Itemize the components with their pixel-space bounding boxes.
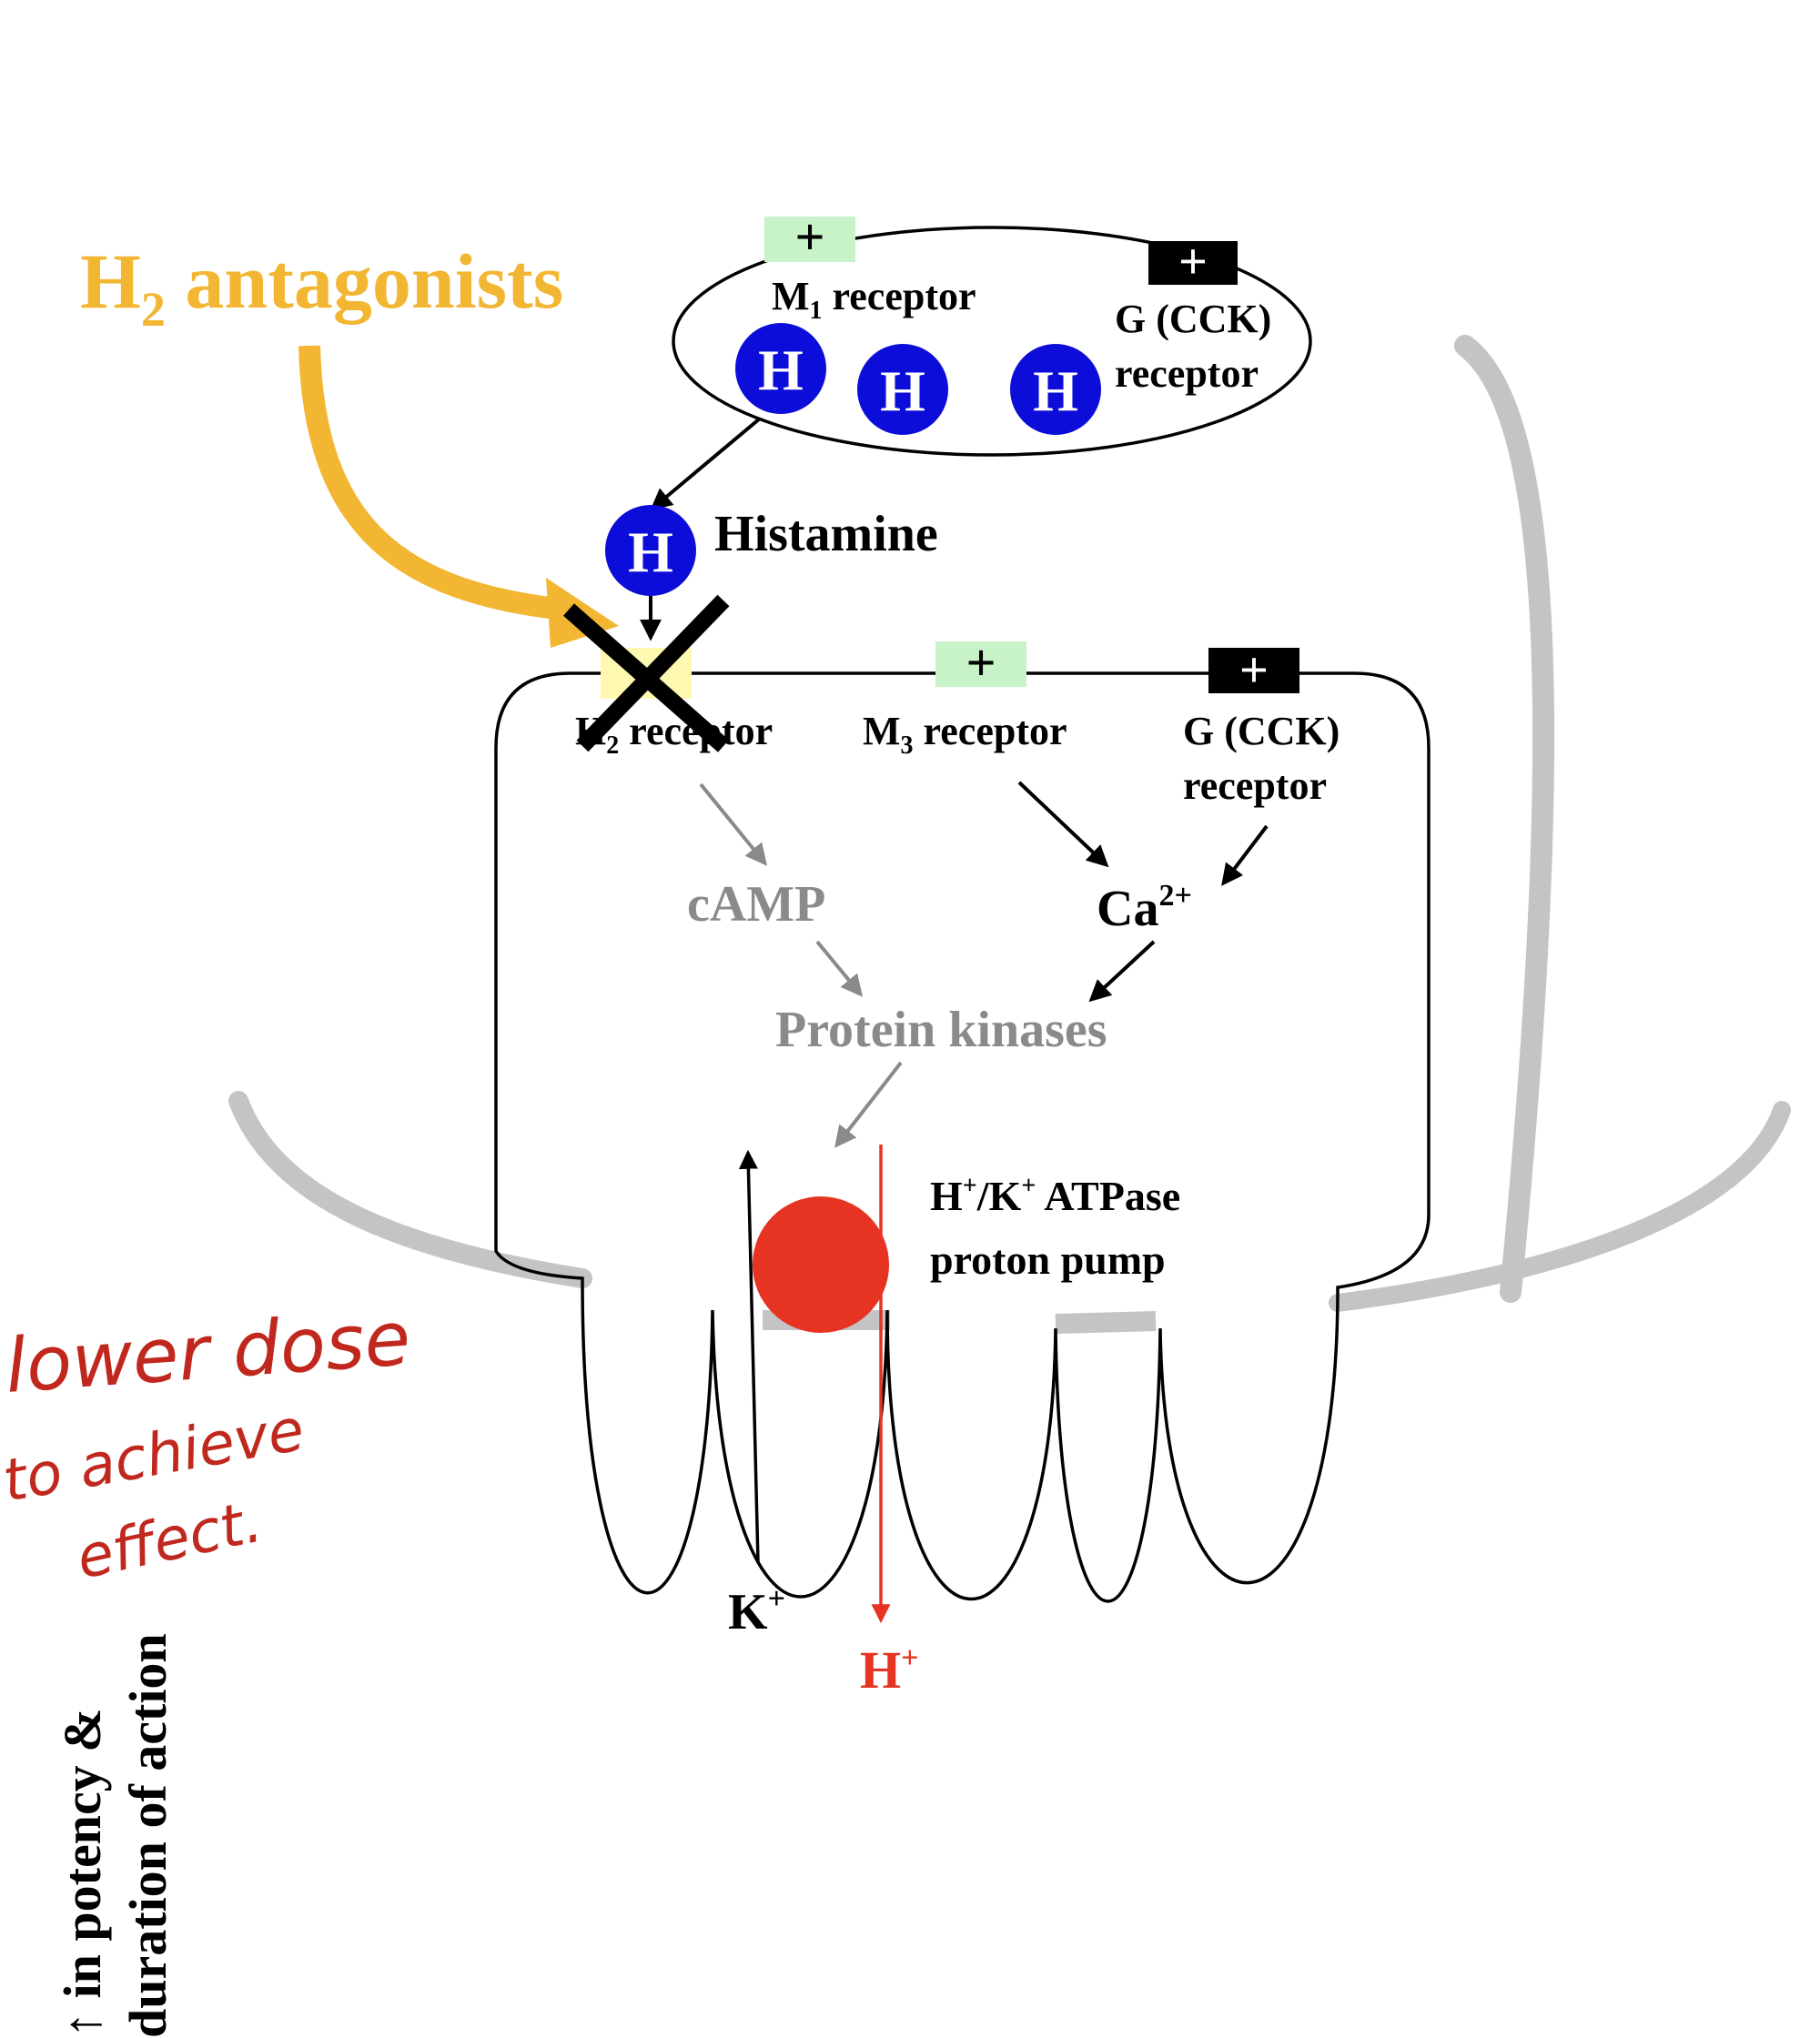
calcium-label: Ca2+ [1097, 879, 1192, 937]
gcck-to-ca-arrow [1221, 824, 1269, 886]
potency-note: ↑ in potency & duration of action [50, 1474, 187, 2038]
released-histamine [605, 505, 696, 596]
pump-label-line2: proton pump [930, 1236, 1166, 1283]
m1-plus-box [764, 217, 855, 262]
h2-to-camp-arrow [699, 782, 768, 866]
top-gcck-label-line1: G (CCK) [1115, 297, 1271, 341]
potency-note-line2: duration of action [118, 1633, 177, 2038]
handwritten-line-1: lower dose [3, 1296, 413, 1410]
diagram-canvas: + + + + M1 receptor G (CCK) receptor H H… [0, 207, 1791, 1691]
kinases-to-pump-arrow [834, 1061, 903, 1148]
ca-to-kinases-arrow [1088, 940, 1156, 1003]
k-ion-label: K+ [728, 1582, 785, 1640]
antagonist-arrow [298, 345, 566, 620]
m3-plus-sign: + [966, 633, 996, 692]
pump-label-line1: H+/K+ ATPase [930, 1172, 1180, 1219]
h2-antagonists-title: H2 antagonists [80, 237, 563, 337]
m3-to-ca-arrow [1017, 781, 1109, 868]
diagram-stage: + + + + M1 receptor G (CCK) receptor H H… [0, 207, 1791, 2038]
m3-plus-box [935, 641, 1026, 687]
parietal-cell-outline [494, 671, 1431, 1603]
left-tissue-outline [228, 1091, 592, 1288]
cell-gcck-label-line2: receptor [1183, 763, 1327, 808]
histamine-granule [735, 323, 826, 414]
h-ion-label: H+ [860, 1640, 919, 1691]
right-tissue-outline [1454, 335, 1555, 1303]
histamine-granule [857, 344, 948, 435]
protein-kinases-label: Protein kinases [775, 1002, 1107, 1058]
camp-to-kinases-arrow [815, 940, 864, 997]
proton-pump [753, 1196, 889, 1333]
potency-note-line1: ↑ in potency & [53, 1708, 112, 2038]
apical-membrane-segment [1055, 1311, 1157, 1334]
cell-gcck-label-line1: G (CCK) [1183, 709, 1340, 753]
granule-h-letter: H [1033, 358, 1078, 423]
cell-gcck-plus-sign: + [1239, 642, 1269, 699]
granule-h-letter: H [758, 338, 804, 402]
histamine-granule [1010, 344, 1101, 435]
granule-h-letter: H [880, 358, 925, 423]
histamine-label: Histamine [714, 506, 938, 562]
m1-plus-sign: + [794, 207, 824, 267]
histamine-release-arrow [650, 417, 762, 511]
top-gcck-plus-sign: + [1178, 234, 1208, 290]
m1-receptor-label: M1 receptor [772, 274, 976, 325]
right-tissue-outline-lower [1329, 1101, 1791, 1312]
m3-receptor-label: M3 receptor [863, 709, 1067, 760]
k-influx-arrow [738, 1149, 760, 1564]
block-x-stroke [576, 594, 730, 752]
camp-label: cAMP [687, 876, 825, 933]
top-gcck-label-line2: receptor [1115, 351, 1259, 396]
cell-gcck-plus-box [1208, 648, 1299, 693]
top-gcck-plus-box [1148, 241, 1238, 285]
released-histamine-h-letter: H [628, 520, 673, 584]
